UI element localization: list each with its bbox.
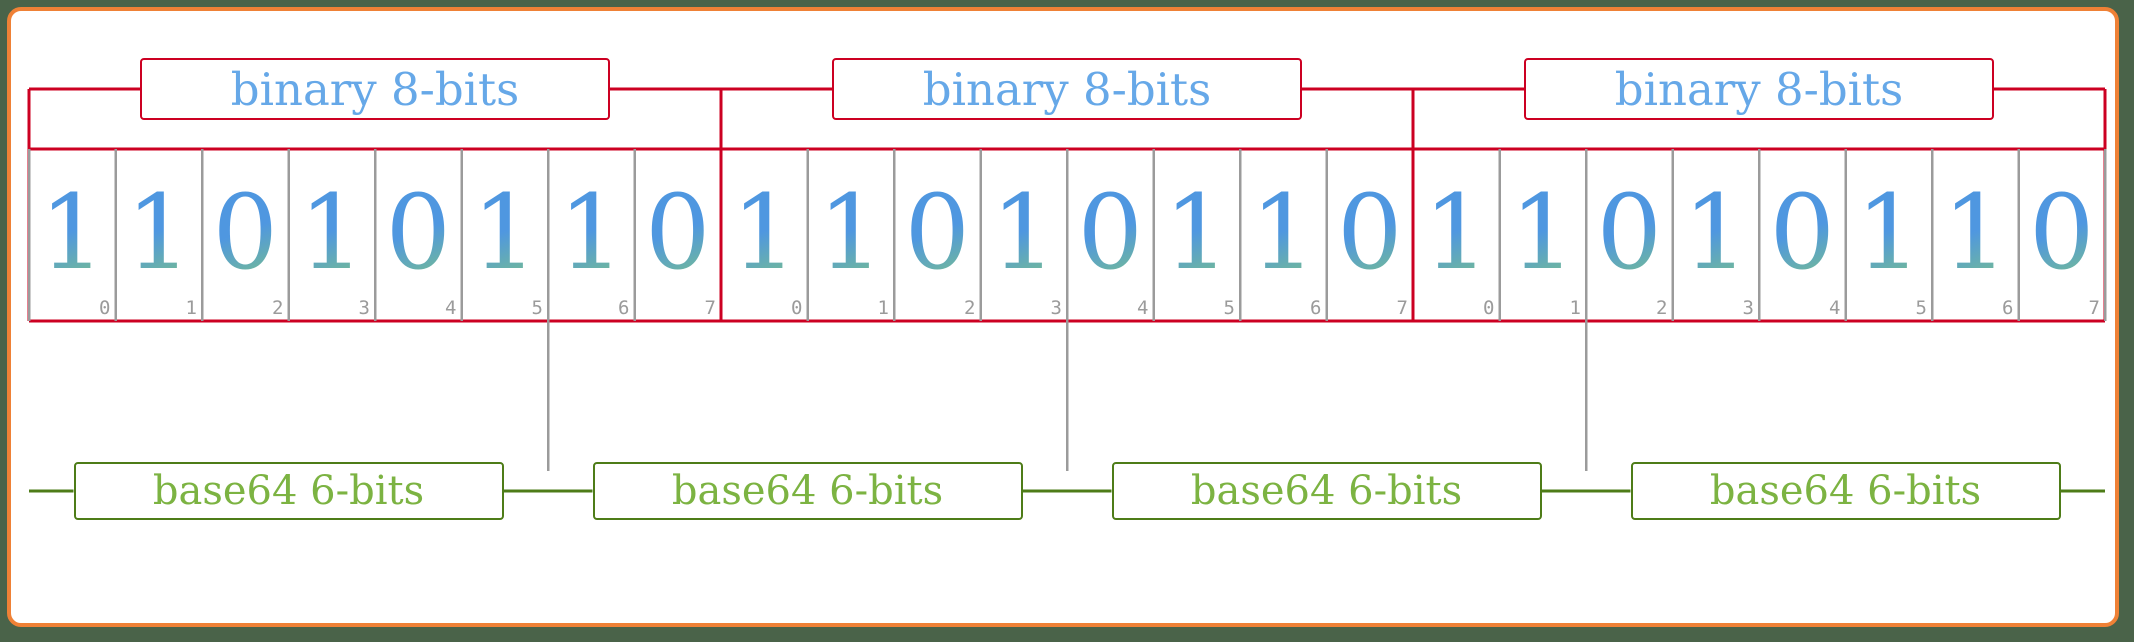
bit-index-label: 1 (1569, 297, 1581, 319)
bit-divider-lines (27, 149, 2107, 471)
base64-group-label: base64 6-bits (73, 462, 504, 520)
bit-index-label: 2 (272, 297, 284, 319)
bit-value: 0 (1327, 182, 1414, 285)
bit-index-label: 0 (99, 297, 111, 319)
bit-index-label: 3 (1050, 297, 1062, 319)
bit-value: 0 (2019, 182, 2106, 285)
bit-index-label: 3 (358, 297, 370, 319)
bit-index-label: 7 (2088, 297, 2100, 319)
bit-index-label: 7 (704, 297, 716, 319)
bit-index-label: 0 (1483, 297, 1495, 319)
bit-value: 0 (375, 182, 462, 285)
binary-group-label: binary 8-bits (140, 58, 610, 120)
bit-value: 0 (1586, 182, 1673, 285)
bit-index-label: 6 (618, 297, 630, 319)
base64-group-label: base64 6-bits (592, 462, 1023, 520)
bit-value: 1 (981, 182, 1068, 285)
bit-index-label: 6 (2002, 297, 2014, 319)
bit-value: 0 (1067, 182, 1154, 285)
bit-index-label: 5 (1223, 297, 1235, 319)
bit-value: 0 (635, 182, 722, 285)
bit-value: 1 (548, 182, 635, 285)
bit-index-label: 4 (1829, 297, 1841, 319)
binary-group-label: binary 8-bits (1524, 58, 1994, 120)
bit-value: 0 (202, 182, 289, 285)
binary-group-label: binary 8-bits (832, 58, 1302, 120)
bit-value: 0 (1759, 182, 1846, 285)
bit-index-label: 1 (185, 297, 197, 319)
bit-value: 1 (1154, 182, 1241, 285)
bit-value: 1 (1240, 182, 1327, 285)
bit-value: 0 (894, 182, 981, 285)
bit-index-label: 7 (1396, 297, 1408, 319)
bit-value: 1 (1846, 182, 1933, 285)
bit-value: 1 (1500, 182, 1587, 285)
bit-value: 1 (1413, 182, 1500, 285)
bit-index-label: 6 (1310, 297, 1322, 319)
bit-value: 1 (721, 182, 808, 285)
base64-group-connectors (29, 489, 2105, 493)
base64-group-label: base64 6-bits (1111, 462, 1542, 520)
bit-index-label: 5 (1915, 297, 1927, 319)
bit-value: 1 (1673, 182, 1760, 285)
bit-value: 1 (462, 182, 549, 285)
bit-value: 1 (808, 182, 895, 285)
bit-index-label: 2 (1656, 297, 1668, 319)
bit-value: 1 (289, 182, 376, 285)
bit-index-label: 1 (877, 297, 889, 319)
bit-index-label: 5 (531, 297, 543, 319)
bit-value: 1 (116, 182, 203, 285)
base64-group-label: base64 6-bits (1630, 462, 2061, 520)
bit-value: 1 (29, 182, 116, 285)
bit-value: 1 (1932, 182, 2019, 285)
bit-index-label: 4 (1137, 297, 1149, 319)
bit-index-label: 3 (1742, 297, 1754, 319)
bit-index-label: 4 (445, 297, 457, 319)
bit-index-label: 2 (964, 297, 976, 319)
bit-index-label: 0 (791, 297, 803, 319)
